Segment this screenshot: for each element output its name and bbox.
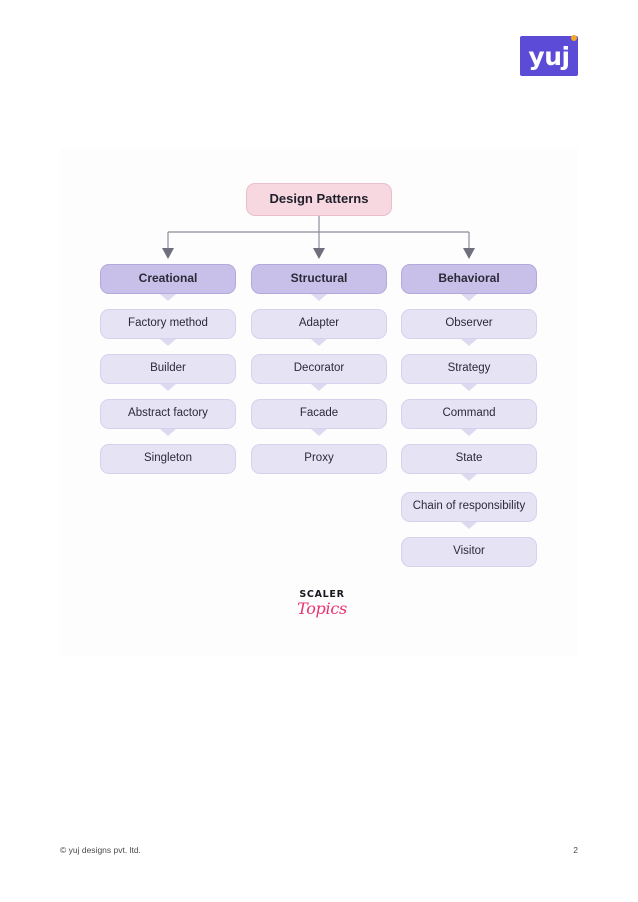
yuj-logo-text: yuj [528, 41, 570, 71]
chevron-down-icon [311, 339, 327, 346]
chevron-down-icon [311, 429, 327, 436]
chevron-down-icon [160, 294, 176, 301]
node-design-patterns[interactable]: Design Patterns [246, 183, 392, 216]
node-decorator[interactable]: Decorator [251, 354, 387, 384]
chevron-down-icon [461, 384, 477, 391]
node-strategy[interactable]: Strategy [401, 354, 537, 384]
footer-copyright: © yuj designs pvt. ltd. [60, 845, 141, 855]
node-builder[interactable]: Builder [100, 354, 236, 384]
chevron-down-icon [461, 522, 477, 529]
chevron-down-icon [311, 294, 327, 301]
node-singleton[interactable]: Singleton [100, 444, 236, 474]
node-visitor[interactable]: Visitor [401, 537, 537, 567]
node-category-structural[interactable]: Structural [251, 264, 387, 294]
node-command[interactable]: Command [401, 399, 537, 429]
scaler-wordmark: SCALER [299, 589, 345, 600]
node-facade[interactable]: Facade [251, 399, 387, 429]
node-proxy[interactable]: Proxy [251, 444, 387, 474]
footer-divider [60, 836, 578, 837]
chevron-down-icon [461, 474, 477, 481]
scaler-topics-watermark: SCALER Topics [292, 589, 352, 618]
topics-wordmark: Topics [297, 599, 347, 618]
chevron-down-icon [160, 339, 176, 346]
chevron-down-icon [461, 294, 477, 301]
node-chain-of-responsibility[interactable]: Chain of responsibility [401, 492, 537, 522]
node-observer[interactable]: Observer [401, 309, 537, 339]
chevron-down-icon [461, 429, 477, 436]
node-factory-method[interactable]: Factory method [100, 309, 236, 339]
chevron-down-icon [461, 339, 477, 346]
node-category-creational[interactable]: Creational [100, 264, 236, 294]
yuj-logo: yuj [520, 35, 578, 76]
chevron-down-icon [160, 429, 176, 436]
node-category-behavioral[interactable]: Behavioral [401, 264, 537, 294]
node-state[interactable]: State [401, 444, 537, 474]
footer-page-number: 2 [573, 845, 578, 855]
logo-dot-icon [571, 35, 577, 41]
chevron-down-icon [160, 384, 176, 391]
node-adapter[interactable]: Adapter [251, 309, 387, 339]
node-abstract-factory[interactable]: Abstract factory [100, 399, 236, 429]
chevron-down-icon [311, 384, 327, 391]
